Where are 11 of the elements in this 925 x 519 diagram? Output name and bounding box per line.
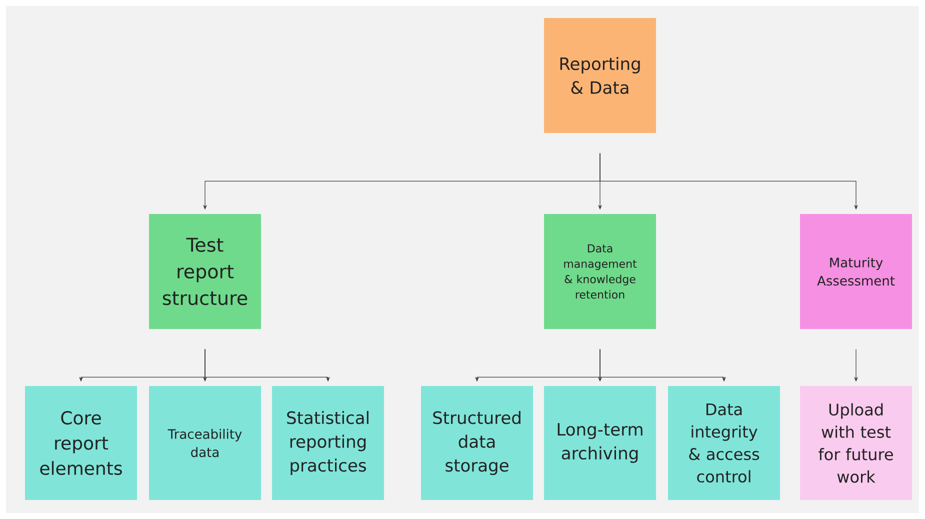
sticky-note: Maturity Assessment <box>800 214 912 329</box>
sticky-note: Long-term archiving <box>544 386 656 500</box>
sticky-note: Core report elements <box>25 386 137 500</box>
sticky-note: Traceability data <box>149 386 261 500</box>
sticky-note: Reporting & Data <box>544 18 656 133</box>
sticky-note: Data management & knowledge retention <box>544 214 656 329</box>
sticky-note: Statistical reporting practices <box>272 386 384 500</box>
sticky-note: Data integrity & access control <box>668 386 780 500</box>
sticky-note: Structured data storage <box>421 386 533 500</box>
sticky-note: Test report structure <box>149 214 261 329</box>
sticky-note: Upload with test for future work <box>800 386 912 500</box>
